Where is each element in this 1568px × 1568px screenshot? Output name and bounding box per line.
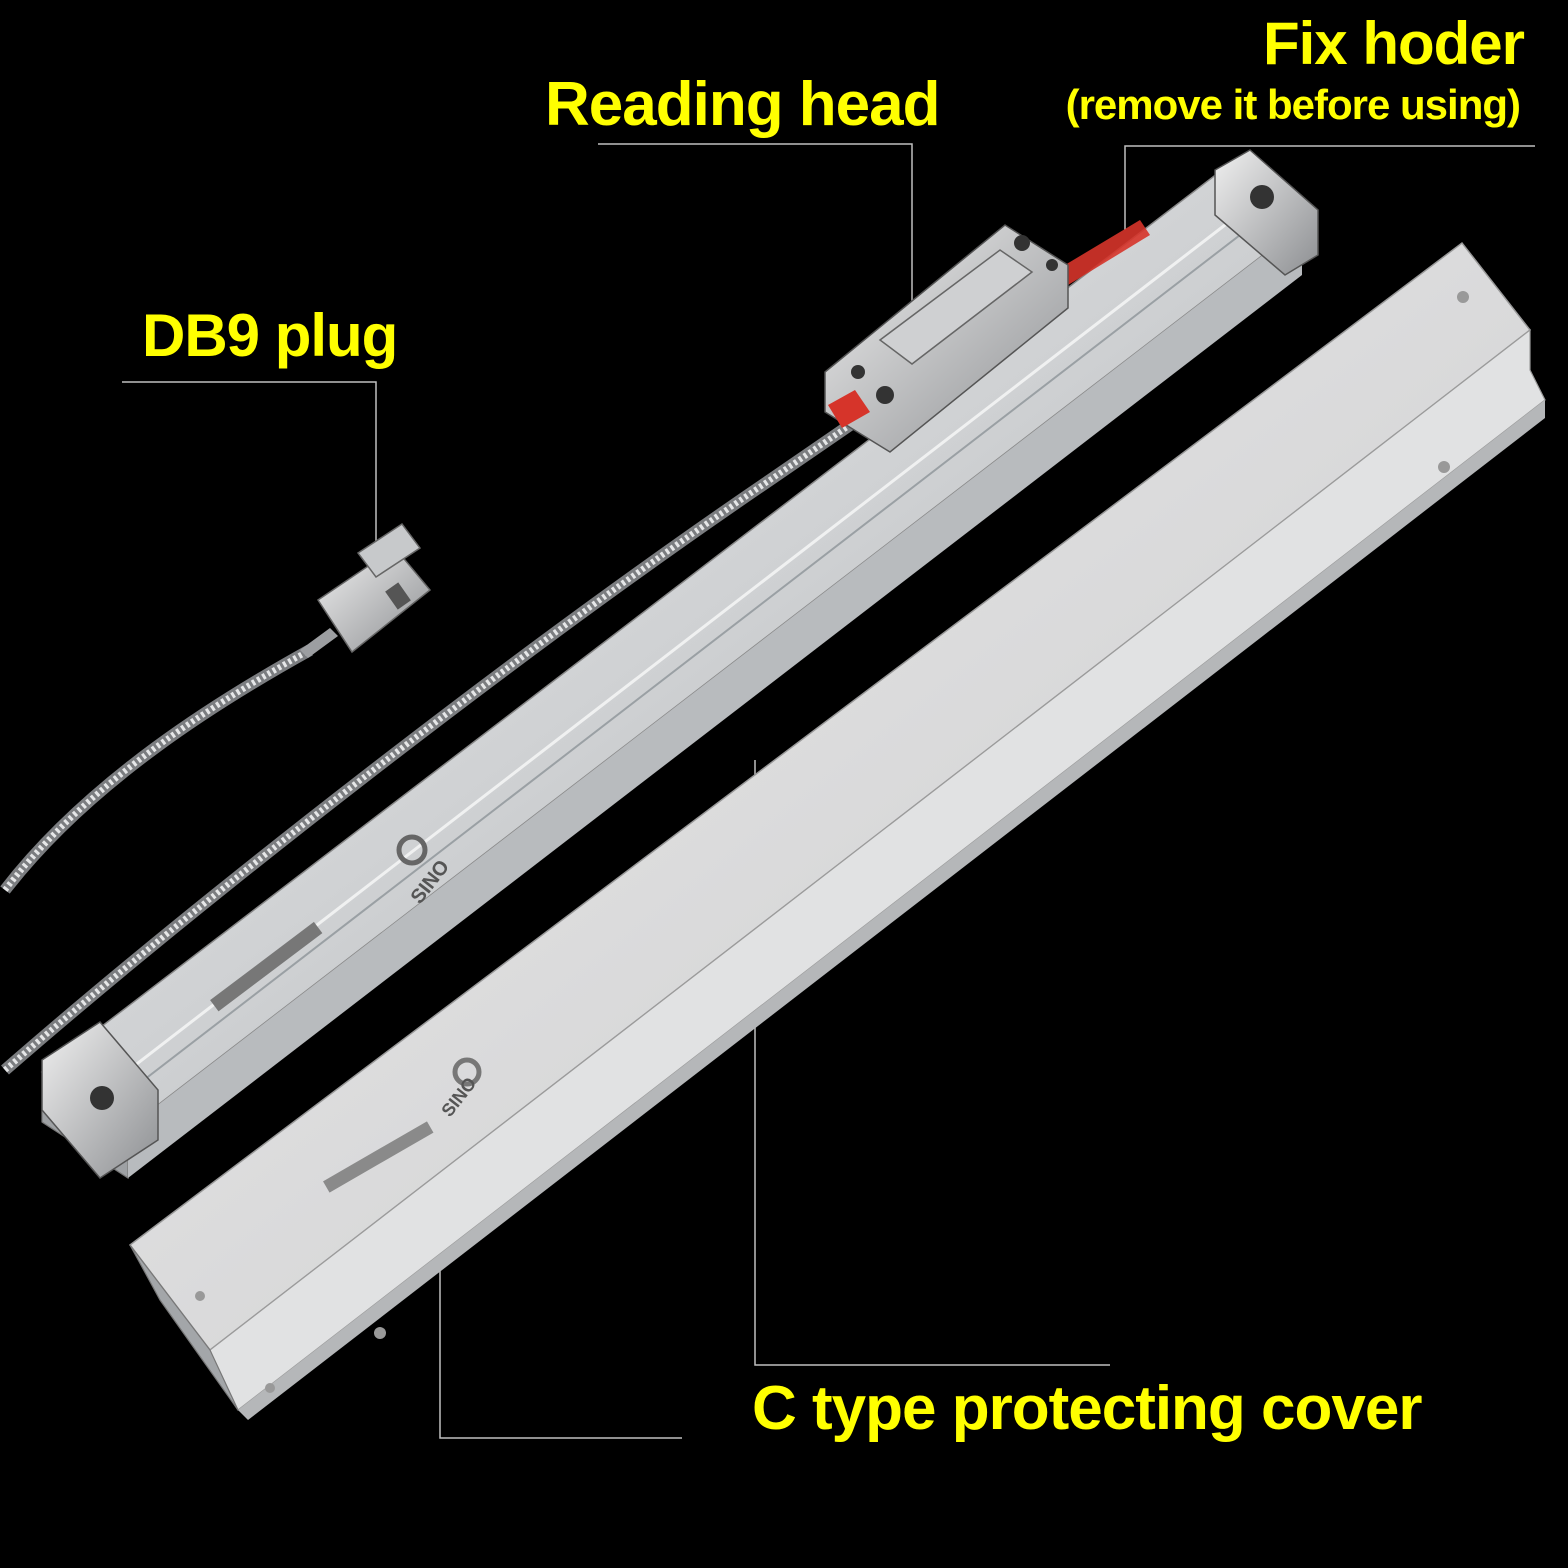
reading-head-leader — [598, 143, 913, 305]
cover-barcode — [323, 1121, 434, 1193]
fix-holder-note-label: (remove it before using) — [1065, 81, 1521, 128]
scale-barcode — [210, 921, 323, 1012]
cover-logo-icon — [452, 1057, 482, 1087]
cover-label: C type protecting cover — [752, 1374, 1422, 1443]
db9-connector — [300, 522, 432, 658]
db9-leader — [122, 381, 377, 555]
sino-logo-icon — [396, 834, 428, 866]
reading-head — [824, 224, 1069, 453]
protective-cover: SINO — [128, 241, 1546, 1420]
db9-plug-label: DB9 plug — [142, 302, 398, 369]
fix-holder-label: Fix hoder — [1262, 10, 1525, 77]
fix-holder-leader — [1124, 145, 1535, 230]
reading-head-label: Reading head — [545, 70, 941, 139]
armored-cable — [0, 420, 854, 1075]
